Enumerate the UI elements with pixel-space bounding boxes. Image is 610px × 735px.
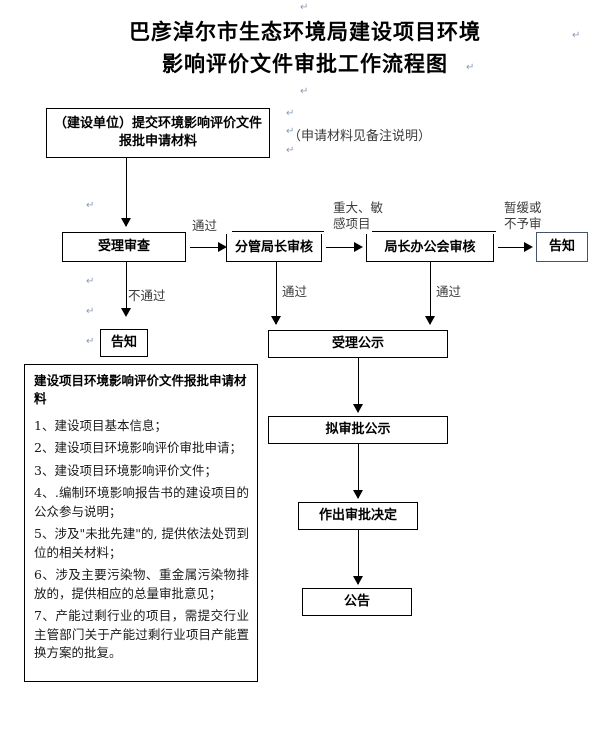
edge-label-major-sensitive: 重大、敏 感项目 <box>333 200 384 232</box>
paragraph-mark: ↵ <box>572 30 581 41</box>
arrowhead-down <box>353 490 363 499</box>
annotation-application-materials: （申请材料见备注说明） <box>288 129 432 144</box>
connector-deputy-to-meeting <box>326 247 358 248</box>
paragraph-mark: ↵ <box>86 336 95 347</box>
connector-deputy-to-acceptance <box>276 262 277 324</box>
connector-preapproval-to-decision <box>358 444 359 498</box>
node-acceptance-publicity[interactable]: 受理公示 <box>268 330 448 358</box>
arrowhead-down <box>121 218 131 227</box>
connector-meeting-to-notify <box>498 247 528 248</box>
notes-item: 4、.编制环境影响报告书的建设项目的公众参与说明； <box>34 485 249 519</box>
page-title-line1: 巴彦淖尔市生态环境局建设项目环境 <box>129 19 481 44</box>
arrowhead-down <box>121 308 131 317</box>
connector-decision-to-announcement <box>358 530 359 584</box>
paragraph-mark: ↵ <box>286 108 295 119</box>
edge-label-pass-2: 通过 <box>282 284 308 299</box>
paragraph-mark: ↵ <box>286 145 295 156</box>
notes-heading: 建设项目环境影响评价文件报批申请材料 <box>34 373 247 406</box>
arrowhead-down <box>271 316 281 325</box>
node-pre-approval-publicity[interactable]: 拟审批公示 <box>268 416 448 444</box>
paragraph-mark: ↵ <box>286 126 295 137</box>
node-deputy-director-review[interactable]: 分管局长审核 <box>226 234 322 262</box>
paragraph-mark: ↵ <box>86 306 95 317</box>
connector-accept-to-deputy <box>190 247 222 248</box>
rule-above-deputy-review <box>232 231 324 232</box>
paragraph-mark: ↵ <box>300 2 309 13</box>
arrowhead-right <box>218 242 227 252</box>
paragraph-mark: ↵ <box>300 86 309 97</box>
node-submit-materials[interactable]: （建设单位）提交环境影响评价文件报批申请材料 <box>46 108 270 158</box>
notes-item: 2、建设项目环境影响评价审批申请； <box>34 440 242 455</box>
edge-label-suspend-or-reject: 暂缓或 不予审 <box>504 200 542 232</box>
node-notify-left[interactable]: 告知 <box>100 329 148 357</box>
notes-item: 1、建设项目基本信息； <box>34 417 167 433</box>
notes-item: 7、产能过剩行业的项目，需提交行业主管部门关于产能过剩行业项目产能置换方案的批复… <box>34 608 249 660</box>
edge-label-pass-1: 通过 <box>192 218 218 233</box>
edge-label-pass-3: 通过 <box>436 284 462 299</box>
paragraph-mark: ↵ <box>466 62 475 73</box>
arrowhead-down <box>353 404 363 413</box>
connector-meeting-to-acceptance <box>430 262 431 324</box>
node-notify-right[interactable]: 告知 <box>536 232 588 262</box>
node-approval-decision[interactable]: 作出审批决定 <box>298 502 418 530</box>
connector-accept-to-notify-left <box>126 262 127 314</box>
connector-acceptance-to-preapproval <box>358 358 359 412</box>
notes-item: 5、涉及"未批先建"的, 提供依法处罚到位的相关材料； <box>34 526 249 560</box>
edge-label-fail: 不通过 <box>128 288 166 303</box>
page-title-line2: 影响评价文件审批工作流程图 <box>162 51 448 76</box>
notes-item: 6、涉及主要污染物、重金属污染物排放的，提供相应的总量审批意见； <box>34 567 249 601</box>
node-accept-review[interactable]: 受理审查 <box>62 232 186 262</box>
paragraph-mark: ↵ <box>86 276 95 287</box>
arrowhead-down <box>425 316 435 325</box>
arrowhead-right <box>524 242 533 252</box>
connector-submit-to-accept <box>126 158 127 226</box>
node-announcement[interactable]: 公告 <box>302 588 412 616</box>
rule-above-director-meeting <box>372 231 496 232</box>
arrowhead-down <box>353 576 363 585</box>
paragraph-mark: ↵ <box>86 200 95 211</box>
arrowhead-right <box>354 242 363 252</box>
node-director-office-meeting[interactable]: 局长办公会审核 <box>366 234 494 262</box>
notes-panel: 建设项目环境影响评价文件报批申请材料 1、建设项目基本信息； 2、建设项目环境影… <box>24 364 258 682</box>
notes-item: 3、建设项目环境影响评价文件； <box>34 462 217 478</box>
